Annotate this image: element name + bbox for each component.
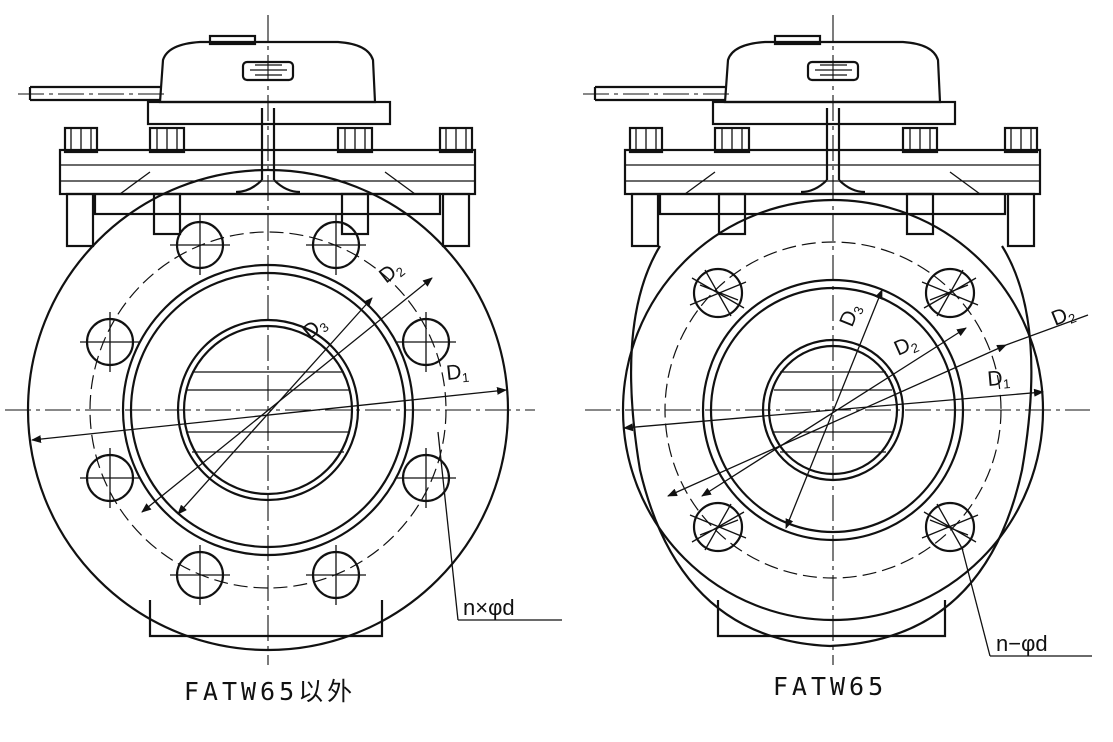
right-foot <box>716 600 947 638</box>
left-bolt-2 <box>148 126 186 236</box>
right-bolt-4 <box>1003 126 1039 248</box>
left-bolt-4 <box>438 126 474 248</box>
left-dimensions <box>31 277 562 621</box>
left-d2-label: D2 <box>375 256 408 289</box>
bolt-hole <box>170 545 230 605</box>
right-view-caption: FATW65 <box>772 672 888 701</box>
left-view-caption: FATW65以外 <box>183 677 357 706</box>
left-bonnet-flange <box>58 126 477 248</box>
right-dimensions <box>623 289 1092 657</box>
right-bolt-holes <box>689 267 979 553</box>
right-d1-label: D1 <box>986 366 1010 393</box>
right-d2-label: D2 <box>891 330 922 362</box>
bolt-hole <box>921 267 979 319</box>
bolt-hole <box>689 267 747 319</box>
right-bolt-1 <box>628 126 664 248</box>
left-view: D1 D2 D3 n×φd <box>5 15 562 665</box>
right-view: D1 D2 D2 D3 n−φd <box>583 15 1092 665</box>
left-callout-label: n×φd <box>463 595 515 620</box>
bolt-hole <box>306 545 366 605</box>
bolt-hole <box>689 501 747 553</box>
right-callout-label: n−φd <box>996 631 1048 656</box>
left-bolt-1 <box>63 126 99 248</box>
bolt-hole <box>80 448 140 508</box>
left-d1-label: D1 <box>445 360 470 387</box>
left-actuator <box>18 34 392 194</box>
left-foot <box>148 600 384 638</box>
right-actuator <box>583 34 957 194</box>
right-d3-label: D3 <box>835 300 867 330</box>
bolt-hole <box>80 312 140 372</box>
bolt-hole <box>170 215 230 275</box>
bolt-hole <box>306 215 366 275</box>
bolt-hole <box>921 501 979 553</box>
right-bolt-2 <box>713 126 751 236</box>
